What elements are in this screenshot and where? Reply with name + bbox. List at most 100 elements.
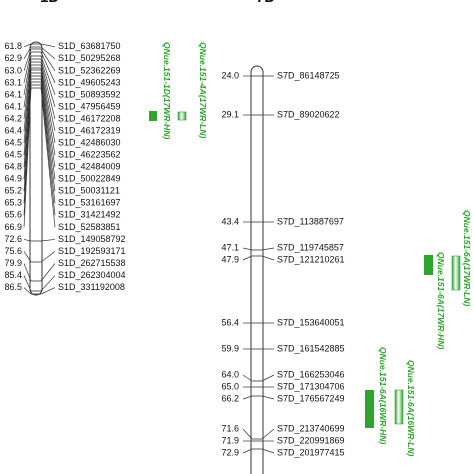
chromosome-title: 1D [40,0,59,6]
marker-connector [23,55,32,96]
marker-position: 71.6 [221,423,239,433]
marker-name: S7D_220991869 [277,435,345,445]
marker-name: S1D_262715538 [58,258,126,268]
marker-name: S1D_46223562 [58,150,121,160]
marker-connector [40,43,56,48]
chromosome-bar [250,65,264,474]
marker-connector [23,46,32,60]
marker-connector [261,255,275,261]
marker-connector [23,51,32,83]
marker-connector [40,251,56,263]
marker-position: 47.9 [221,254,239,264]
marker-position: 64.1 [4,101,22,111]
marker-position: 66.9 [4,222,22,232]
marker-connector [261,247,275,251]
marker-connector [40,84,56,216]
marker-name: S7D_201977415 [277,447,345,457]
marker-position: 62.9 [4,53,22,63]
marker-position: 65.6 [4,210,22,220]
marker-position: 56.4 [221,317,239,327]
marker-name: S1D_53161697 [58,198,121,208]
marker-connector [40,75,56,180]
chromosome-title: 7D [256,0,275,6]
marker-position: 29.1 [221,109,239,119]
qtl-interval [365,390,374,428]
qtl-label: QNue.151-6A(16WR-HN) [378,347,388,444]
marker-connector [40,275,56,292]
marker-connector [23,64,32,132]
marker-name: S7D_153640051 [277,317,345,327]
qtl-label: QNue.151-6A(17WR-LN) [462,210,472,307]
marker-position: 65.3 [4,198,22,208]
marker-connector [40,61,56,120]
marker-position: 61.8 [4,41,22,51]
marker-connector [261,448,275,454]
marker-position: 63.1 [4,77,22,87]
marker-connector [23,239,32,242]
marker-connector [40,46,56,60]
marker-position: 79.9 [4,258,22,268]
marker-connector [23,287,32,295]
marker-connector [242,247,253,251]
marker-connector [242,374,253,382]
marker-name: S7D_213740699 [277,423,345,433]
marker-connector [23,87,32,228]
marker-connector [23,43,32,48]
marker-connector [261,428,275,440]
marker-name: S7D_121210261 [277,254,345,264]
marker-position: 63.0 [4,65,22,75]
marker-connector [261,395,275,400]
marker-connector [40,58,56,108]
marker-connector [23,251,32,263]
marker-name: S7D_166253046 [277,369,345,379]
marker-name: S7D_119745857 [277,242,344,252]
marker-position: 64.4 [4,125,22,135]
marker-position: 64.1 [4,89,22,99]
marker-name: S1D_50031121 [58,186,120,196]
marker-name: S7D_89020622 [277,109,340,119]
chromosome-1d: 1D 61.8 S1D_63681750 62.9 S1D_50295268 63.0S1… [4,0,208,296]
marker-position: 64.5 [4,137,22,147]
qtl-interval [149,111,157,121]
marker-name: S1D_46172319 [58,125,121,135]
marker-connector [40,78,56,192]
qtl-label: QNue.151-6A(17WR-HN) [436,252,446,349]
qtl-interval [424,255,433,275]
marker-name: S1D_50295268 [58,53,121,63]
marker-position: 24.0 [221,70,239,80]
marker-connector [23,61,32,120]
marker-connector [40,263,56,282]
marker-name: S1D_331192008 [58,282,125,292]
marker-position: 64.8 [4,162,22,172]
marker-position: 64.5 [4,150,22,160]
marker-position: 86.5 [4,282,22,292]
marker-connector [40,64,56,132]
marker-connector [40,51,56,84]
marker-name: S1D_42484009 [58,162,121,172]
marker-name: S7D_171304706 [277,381,345,391]
qtl-interval [177,111,187,121]
marker-name: S1D_63681750 [58,41,121,51]
chromosome-bar [29,41,43,296]
marker-name: S1D_52583851 [58,222,121,232]
qtl-interval [394,389,404,425]
marker-position: 47.1 [221,242,239,252]
marker-name: S1D_31421492 [58,210,121,220]
marker-position: 64.2 [4,113,22,123]
marker-connector [40,48,56,72]
marker-connector [40,81,56,204]
marker-connector [23,58,32,108]
marker-name: S1D_50022849 [58,174,121,184]
qtl-label: QNue.151-4A(17WR-LN) [198,42,208,139]
marker-name: S1D_46172208 [58,113,121,123]
marker-connector [242,255,253,261]
marker-name: S7D_86148725 [277,70,340,80]
marker-connector [40,69,56,156]
marker-connector [242,428,253,440]
marker-connector [261,374,275,382]
chromosome-7d: 7D24.0S7D_8614872529.1S7D_8902062243.4S7… [221,0,472,474]
marker-position: 71.9 [221,435,239,445]
marker-position: 72.9 [221,447,239,457]
marker-connector [23,48,32,71]
